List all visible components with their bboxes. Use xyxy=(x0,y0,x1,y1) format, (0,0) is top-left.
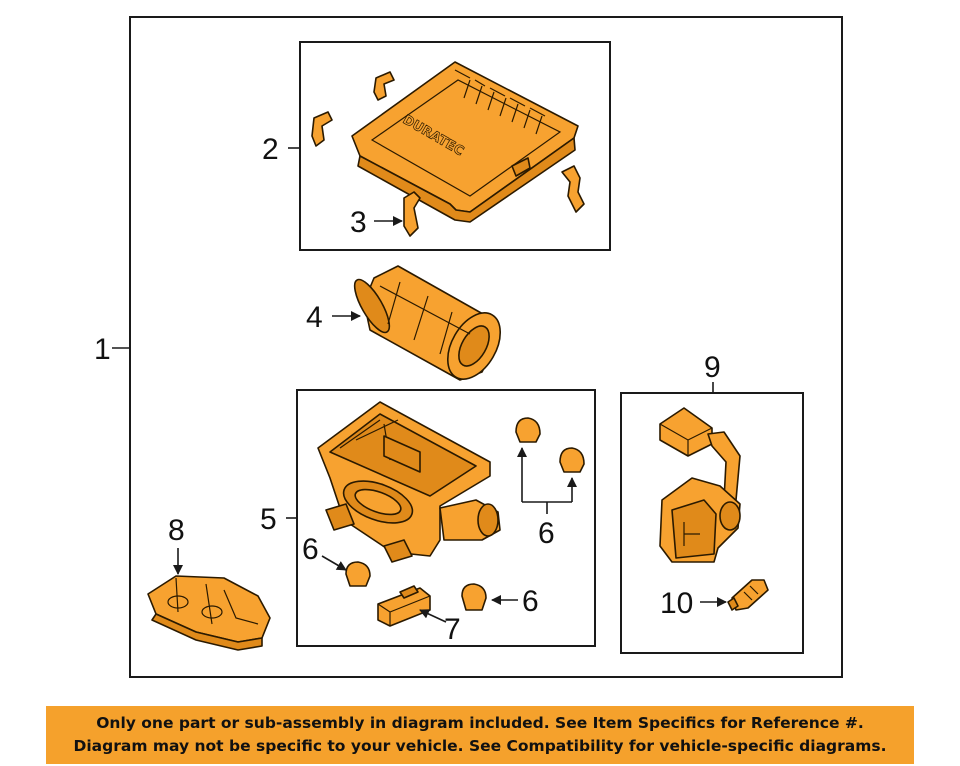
grommet-4 xyxy=(461,583,487,611)
air-cleaner-cover: DURATEC xyxy=(351,61,579,223)
cover-clip-1 xyxy=(373,71,395,101)
assembly-frame xyxy=(129,16,843,678)
callout-7: 7 xyxy=(444,613,461,646)
callout-1: 1 xyxy=(94,333,111,366)
callout-6c: 6 xyxy=(522,585,539,618)
airflow-sensor-7 xyxy=(377,585,431,627)
callout-6a: 6 xyxy=(538,517,555,550)
resonator-8 xyxy=(147,575,271,651)
fitting-10 xyxy=(727,579,769,611)
grommet-2 xyxy=(559,447,585,473)
callout-2: 2 xyxy=(262,133,279,166)
callout-8: 8 xyxy=(168,514,185,547)
sensor-group-frame xyxy=(620,392,804,654)
air-cleaner-housing xyxy=(317,401,501,563)
callout-10: 10 xyxy=(660,587,693,620)
cover-clip-4 xyxy=(561,165,585,213)
cover-clip-3 xyxy=(403,191,421,237)
grommet-3 xyxy=(345,561,371,587)
callout-4: 4 xyxy=(306,301,323,334)
callout-5: 5 xyxy=(260,503,277,536)
valve-assembly-9 xyxy=(659,407,741,563)
callout-6b: 6 xyxy=(302,533,319,566)
callout-3: 3 xyxy=(350,206,367,239)
cover-group-frame xyxy=(299,41,611,251)
callout-6b-arrow xyxy=(321,555,347,571)
callout-9: 9 xyxy=(704,351,721,384)
cover-clip-2 xyxy=(311,111,333,147)
callout-7-arrow xyxy=(419,609,447,623)
notice-line-1: Only one part or sub-assembly in diagram… xyxy=(96,714,864,732)
notice-banner: Only one part or sub-assembly in diagram… xyxy=(46,706,914,764)
grommet-1 xyxy=(515,417,541,443)
air-filter-element xyxy=(353,265,502,381)
notice-line-2: Diagram may not be specific to your vehi… xyxy=(73,737,887,755)
